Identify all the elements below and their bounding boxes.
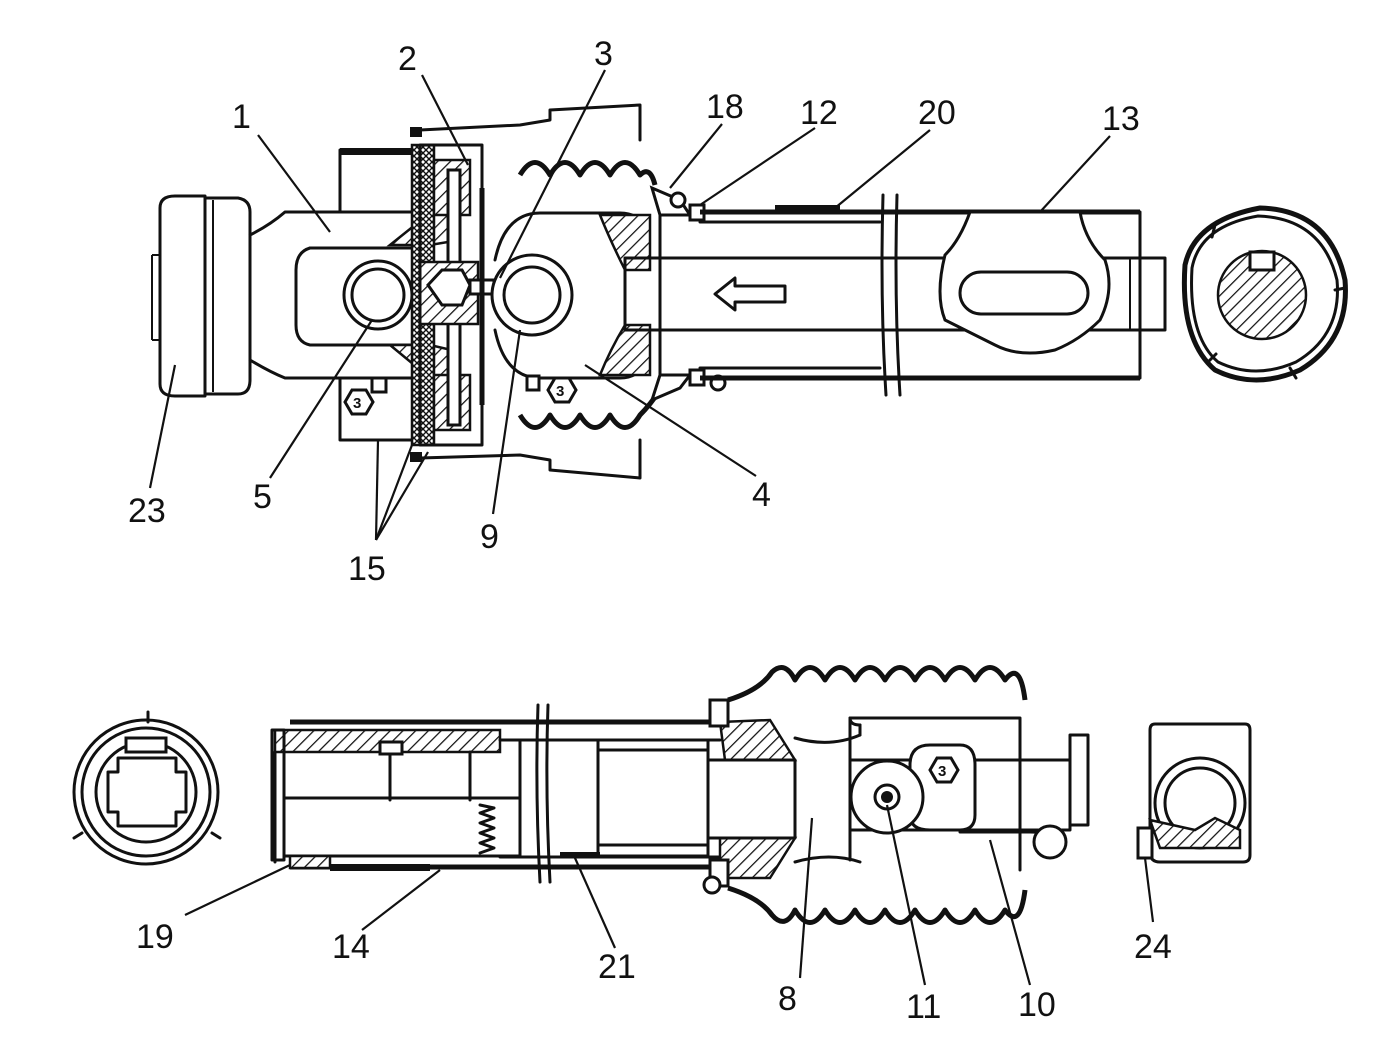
end-collar [151, 194, 252, 398]
end-view-bottom-right [1136, 722, 1252, 864]
label-8: 8 [778, 980, 797, 1018]
guard-bearing [649, 185, 727, 403]
leader-lines-bottom [184, 804, 1155, 986]
label-1: 1 [232, 98, 251, 136]
bellows-top [517, 160, 663, 430]
label-14: 14 [332, 928, 370, 966]
bottom-assembly: 3 8 10 11 14 19 21 24 [72, 665, 1252, 1026]
cross-pin-right [490, 253, 574, 337]
bottom-yoke [702, 698, 1022, 895]
guard-cone [410, 103, 642, 480]
label-18: 18 [706, 88, 744, 126]
label-19: 19 [136, 918, 174, 956]
outer-tube [623, 193, 1167, 397]
label-13: 13 [1102, 100, 1140, 138]
top-assembly: 3 3 1 2 3 4 5 9 12 13 15 18 20 23 [128, 35, 1348, 588]
label-15: 15 [348, 550, 386, 588]
label-3: 3 [594, 35, 613, 73]
svg-text:3: 3 [556, 383, 564, 400]
label-11: 11 [906, 988, 941, 1026]
label-2: 2 [398, 40, 417, 78]
grease-nipple-badge: 3 [928, 756, 960, 784]
label-24: 24 [1134, 928, 1172, 966]
break-lines-bottom [535, 703, 552, 884]
grease-nipple-badge: 3 [525, 374, 578, 404]
label-21: 21 [598, 948, 636, 986]
label-20: 20 [918, 94, 956, 132]
end-view-bottom [72, 710, 222, 866]
svg-text:3: 3 [353, 395, 361, 412]
central-joint [386, 143, 496, 447]
inner-yoke [493, 211, 652, 380]
grease-nipple-badge: 3 [343, 376, 388, 416]
label-4: 4 [752, 476, 771, 514]
outer-tube-section [270, 719, 722, 871]
label-12: 12 [800, 94, 838, 132]
cross-pin-left [342, 259, 414, 331]
label-5: 5 [253, 478, 272, 516]
cross-assembly [848, 733, 1090, 860]
leader-lines-top [148, 69, 1111, 541]
svg-text:3: 3 [938, 763, 946, 780]
outer-yoke [248, 148, 422, 442]
label-23: 23 [128, 492, 166, 530]
label-9: 9 [480, 518, 499, 556]
bellows-bottom [727, 665, 1028, 925]
label-10: 10 [1018, 986, 1056, 1024]
inner-tube [560, 738, 710, 858]
end-view-top [1181, 205, 1348, 383]
